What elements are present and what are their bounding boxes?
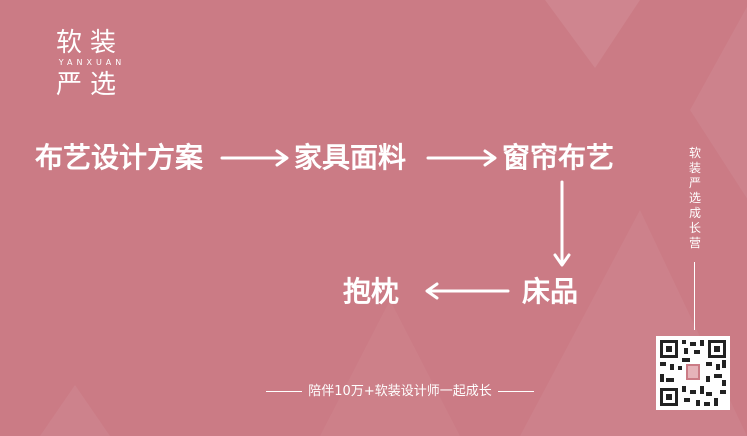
side-divider <box>694 262 695 330</box>
logo-chinese-bottom: 严选 <box>55 70 124 100</box>
flow-step-curtain: 窗帘布艺 <box>502 141 615 174</box>
flow-step-design: 布艺设计方案 <box>35 141 204 174</box>
arrow-down <box>553 180 571 267</box>
qr-code <box>656 336 730 410</box>
footer-text: 陪伴10万+软装设计师一起成长 <box>308 384 492 399</box>
footer-right-dash <box>497 391 534 392</box>
footer-left-dash <box>266 391 303 392</box>
flow-step-bedding: 床品 <box>522 275 579 308</box>
arrow-right-2 <box>426 149 497 167</box>
logo-chinese-top: 软装 <box>55 28 124 58</box>
flow-step-pillow: 抱枕 <box>343 275 400 308</box>
side-vertical-title: 软装严选成长营 <box>688 146 701 250</box>
brand-logo: 软装 YANXUAN 严选 <box>50 28 130 102</box>
arrow-left <box>425 282 510 300</box>
flow-step-fabric: 家具面料 <box>294 141 407 174</box>
arrow-right-1 <box>220 149 289 167</box>
footer-slogan: 陪伴10万+软装设计师一起成长 <box>0 383 747 401</box>
logo-english: YANXUAN <box>58 58 126 67</box>
qr-code-icon <box>656 336 730 410</box>
